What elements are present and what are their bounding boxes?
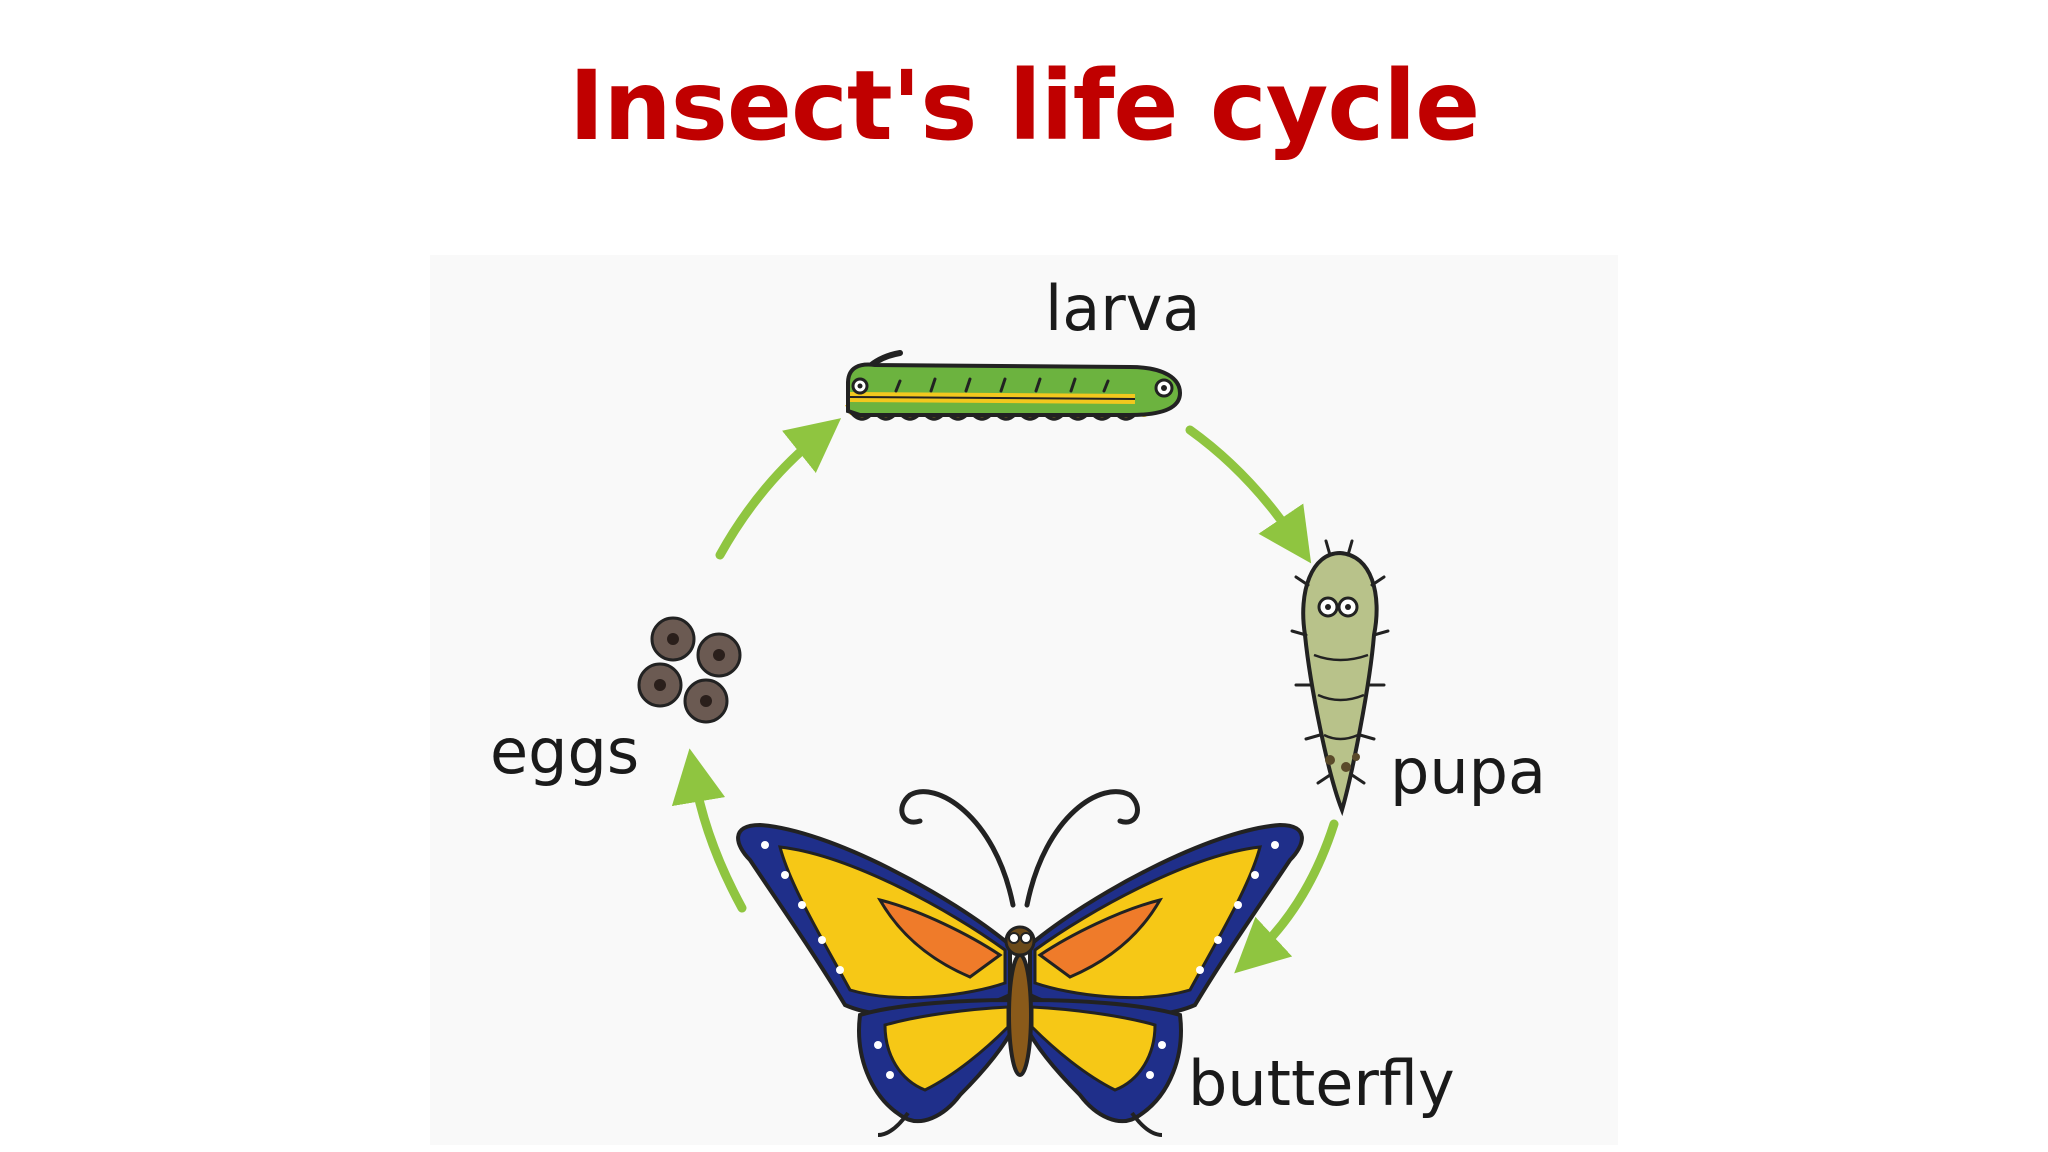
life-cycle-diagram: larva pupa butterfly eggs (490, 272, 1546, 1137)
caterpillar-icon (845, 350, 1183, 421)
eggs-icon (637, 616, 742, 724)
stage-label-pupa: pupa (1390, 735, 1546, 808)
arrow-larva-to-pupa (1185, 425, 1312, 564)
arrow-butterfly-to-eggs (671, 748, 747, 913)
butterfly-icon (736, 789, 1304, 1137)
stage-label-larva: larva (1045, 272, 1200, 345)
arrow-pupa-to-butterfly (1234, 819, 1339, 974)
stage-label-butterfly: butterfly (1188, 1047, 1455, 1120)
pupa-icon (1290, 539, 1390, 817)
arrow-eggs-to-larva (715, 418, 842, 560)
stage-label-eggs: eggs (490, 715, 639, 788)
slide-title: Insect's life cycle (568, 50, 1481, 162)
life-cycle-panel: larva pupa butterfly eggs (430, 255, 1618, 1145)
